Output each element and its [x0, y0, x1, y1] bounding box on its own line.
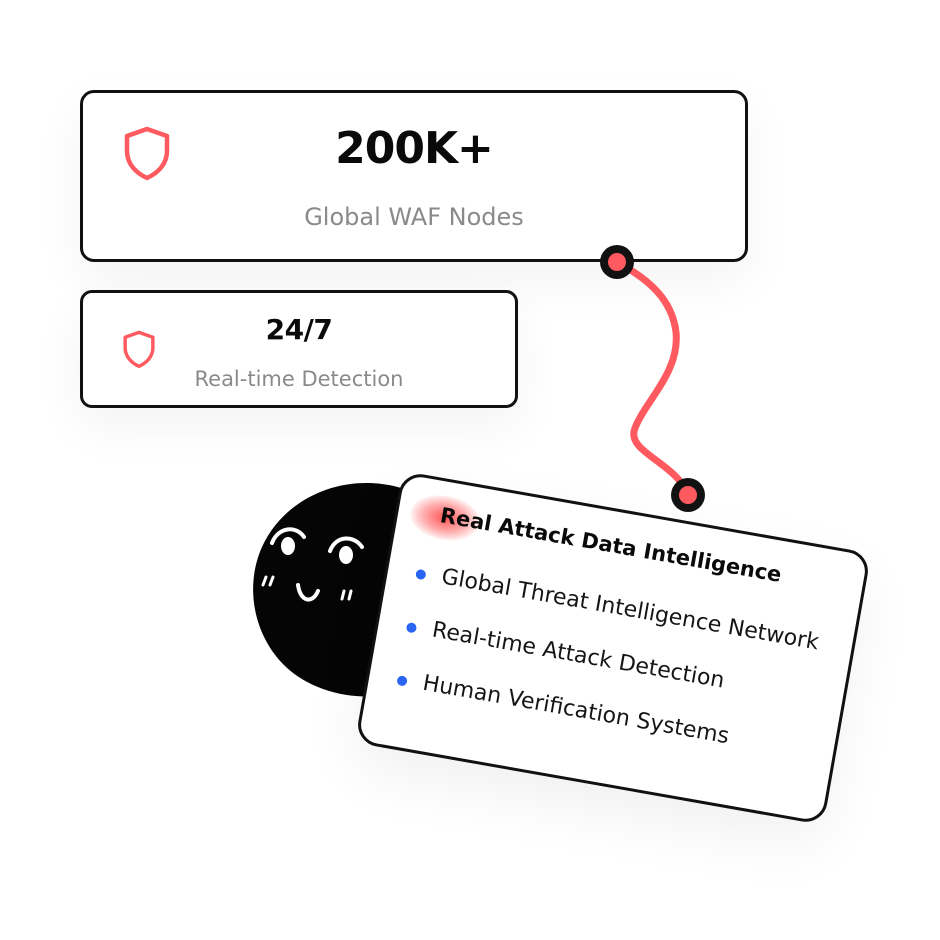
stat-value: 24/7 — [265, 313, 333, 346]
dot-icon — [415, 568, 427, 581]
list-item: Human Verification Systems — [390, 666, 731, 749]
list-item: Real-time Attack Detection — [400, 613, 726, 694]
dot-icon — [396, 675, 408, 687]
stat-label: Real-time Detection — [194, 367, 404, 391]
stat-card-detection: 24/7 Real-time Detection — [80, 290, 518, 408]
dot-icon — [405, 621, 418, 634]
connector-curve — [613, 258, 692, 499]
pin-bottom-icon — [671, 478, 705, 512]
list-item: Global Threat Intelligence Network — [409, 560, 821, 655]
stat-label: Global WAF Nodes — [304, 203, 524, 231]
feature-list: Global Threat Intelligence Network Real-… — [390, 560, 821, 749]
stat-value: 200K+ — [335, 123, 494, 174]
shield-icon — [123, 330, 155, 369]
stat-card-waf-nodes: 200K+ Global WAF Nodes — [80, 90, 748, 262]
shield-icon — [124, 126, 170, 181]
feature-card: Real Attack Data Intelligence Global Thr… — [354, 470, 872, 826]
